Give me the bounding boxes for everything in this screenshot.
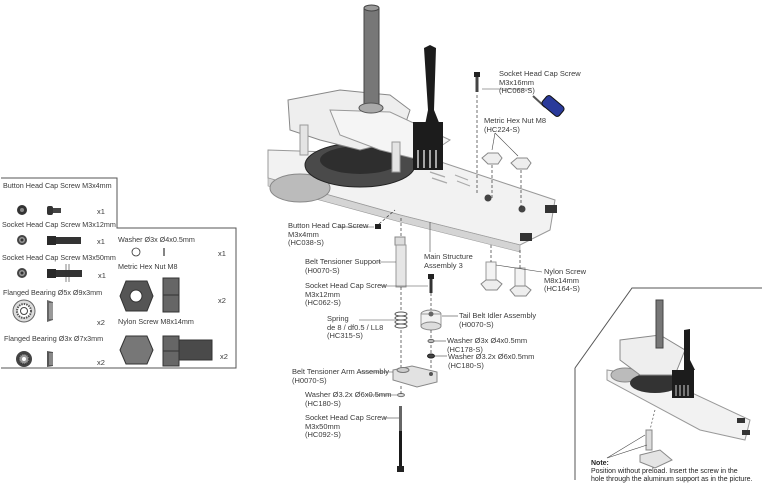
- callout-line: (HC224-S): [484, 124, 520, 134]
- callout-line: Socket Head Cap Screw: [305, 413, 387, 422]
- note-line: Position without preload. Insert the scr…: [591, 468, 738, 475]
- callout-belt-support: Belt Tensioner Support (H0070-S): [305, 257, 381, 275]
- belt-tensioner-support-part: [394, 236, 407, 288]
- spring-part: [394, 311, 408, 329]
- inset-note: Note: Position without preload. Insert t…: [591, 460, 753, 484]
- callout-line: Spring: [327, 314, 349, 323]
- parts-list-item-label: Flanged Bearing Ø3x Ø7x3mm: [4, 334, 104, 343]
- parts-list-border: [1, 177, 237, 369]
- inset-border-top: [574, 287, 762, 369]
- callout-line: Tail Belt Idler Assembly: [459, 311, 537, 320]
- callout-socket-m3x50: Socket Head Cap Screw M3x50mm (HC092-S): [305, 413, 387, 440]
- button-head-screw-icon: [17, 205, 61, 215]
- callout-line: Metric Hex Nut M8: [484, 116, 547, 125]
- callout-line: Washer Ø3.2x Ø6x0.5mm: [305, 390, 392, 399]
- inset-assembled-illustration: [606, 299, 751, 469]
- callout-line: Socket Head Cap Screw: [499, 69, 581, 78]
- callout-line: (HC178-S): [447, 344, 483, 354]
- parts-list-item-label: Socket Head Cap Screw M3x12mm: [2, 220, 116, 229]
- socket-head-m3x50-icon: [17, 264, 82, 282]
- washer-32x6-a-part: [427, 353, 435, 359]
- parts-list-item-label: Button Head Cap Screw M3x4mm: [3, 181, 112, 190]
- parts-list-item-qty: x1: [97, 207, 105, 216]
- callout-washer-32x6-a: Washer Ø3.2x Ø6x0.5mm (HC180-S): [448, 352, 535, 370]
- parts-list-item-label: Flanged Bearing Ø5x Ø9x3mm: [3, 288, 103, 297]
- callout-line: M3x16mm: [499, 77, 535, 87]
- callout-socket-m3x12: Socket Head Cap Screw M3x12mm (HC062-S): [305, 281, 387, 308]
- parts-list-item-qty: x1: [218, 249, 226, 258]
- parts-list-item-label: Socket Head Cap Screw M3x50mm: [2, 253, 116, 262]
- callout-line: Socket Head Cap Screw: [305, 281, 387, 290]
- callout-line: M3x50mm: [305, 421, 341, 431]
- hex-nut-parts: [481, 152, 532, 170]
- callout-line: (HC315-S): [327, 331, 363, 340]
- socket-head-m3x12-icon: [17, 235, 81, 245]
- parts-list-item-qty: x2: [218, 296, 226, 305]
- nylon-screw-icon: [119, 335, 213, 367]
- callout-hex-nut-m8: Metric Hex Nut M8 (HC224-S): [484, 116, 547, 134]
- socket-head-m3x16-part: [474, 72, 480, 92]
- main-structure-assembly-illustration: [267, 4, 557, 253]
- callout-line: Button Head Cap Screw: [288, 221, 369, 230]
- parts-list-item-qty: x2: [220, 352, 228, 361]
- callout-socket-m3x16: Socket Head Cap Screw M3x16mm (HC068-S): [499, 69, 581, 96]
- callout-line: (HC062-S): [305, 298, 341, 307]
- nylon-screw-parts: [480, 261, 532, 297]
- callout-line: de 8 / df0.5 / LL8: [327, 322, 384, 332]
- parts-list-item-label: Washer Ø3x Ø4x0.5mm: [118, 235, 195, 244]
- flanged-bearing-3x7-icon: [16, 351, 53, 367]
- hex-nut-m8-icon: [119, 277, 180, 313]
- parts-list-item-qty: x2: [97, 318, 105, 327]
- note-line: hole through the aluminum support as in …: [591, 476, 753, 483]
- parts-list-item-label: Nylon Screw M8x14mm: [118, 317, 194, 326]
- callout-line: (HC068-S): [499, 86, 535, 95]
- callout-line: Washer Ø3x Ø4x0.5mm: [447, 336, 528, 345]
- callout-main-structure: Main Structure Assembly 3: [424, 252, 473, 270]
- callout-line: (HC180-S): [305, 398, 341, 408]
- callout-line: (HC180-S): [448, 360, 484, 370]
- socket-head-m3x50-part: [397, 406, 404, 472]
- threadlock-bottle-icon: [532, 95, 565, 117]
- callout-line: Washer Ø3.2x Ø6x0.5mm: [448, 352, 535, 361]
- callout-line: M8x14mm: [544, 275, 580, 285]
- callout-spring: Spring de 8 / df0.5 / LL8 (HC315-S): [327, 314, 384, 341]
- callout-line: (HC092-S): [305, 430, 341, 439]
- callout-line: (H0070-S): [459, 319, 494, 329]
- parts-list-item-qty: x2: [97, 358, 105, 367]
- callout-line: (H0070-S): [292, 375, 327, 385]
- washer-3x4-part: [427, 338, 435, 344]
- callout-line: M3x12mm: [305, 289, 341, 299]
- callout-line: Assembly 3: [424, 260, 463, 270]
- callout-line: Belt Tensioner Arm Assembly: [292, 367, 389, 376]
- button-head-m3x4-part: [375, 224, 381, 229]
- parts-list-item-qty: x1: [98, 271, 106, 280]
- callout-line: (HC164-S): [544, 284, 580, 293]
- callout-button-m3x4: Button Head Cap Screw M3x4mm (HC038-S): [288, 221, 369, 248]
- flanged-bearing-5x9-icon: [12, 299, 53, 323]
- callout-line: Main Structure: [424, 252, 473, 261]
- belt-tensioner-arm-part: [392, 365, 438, 388]
- callout-nylon-screw: Nylon Screw M8x14mm (HC164-S): [544, 267, 587, 294]
- callout-tensioner-arm: Belt Tensioner Arm Assembly (H0070-S): [292, 367, 389, 385]
- socket-head-m3x12-part: [428, 274, 434, 293]
- callout-line: Belt Tensioner Support: [305, 257, 381, 266]
- callout-line: M3x4mm: [288, 229, 319, 239]
- tail-belt-idler-part: [420, 309, 442, 331]
- callout-line: (H0070-S): [305, 265, 340, 275]
- washer-icon: [131, 247, 165, 257]
- parts-list-item-qty: x1: [97, 237, 105, 246]
- callout-line: (HC038-S): [288, 238, 324, 247]
- callout-washer-32x6-b: Washer Ø3.2x Ø6x0.5mm (HC180-S): [305, 390, 392, 408]
- callout-tail-idler: Tail Belt Idler Assembly (H0070-S): [459, 311, 537, 329]
- note-title: Note:: [591, 460, 609, 467]
- parts-list-item-label: Metric Hex Nut M8: [118, 262, 178, 271]
- callout-line: Nylon Screw: [544, 267, 587, 276]
- callout-washer-3x4: Washer Ø3x Ø4x0.5mm (HC178-S): [447, 336, 528, 354]
